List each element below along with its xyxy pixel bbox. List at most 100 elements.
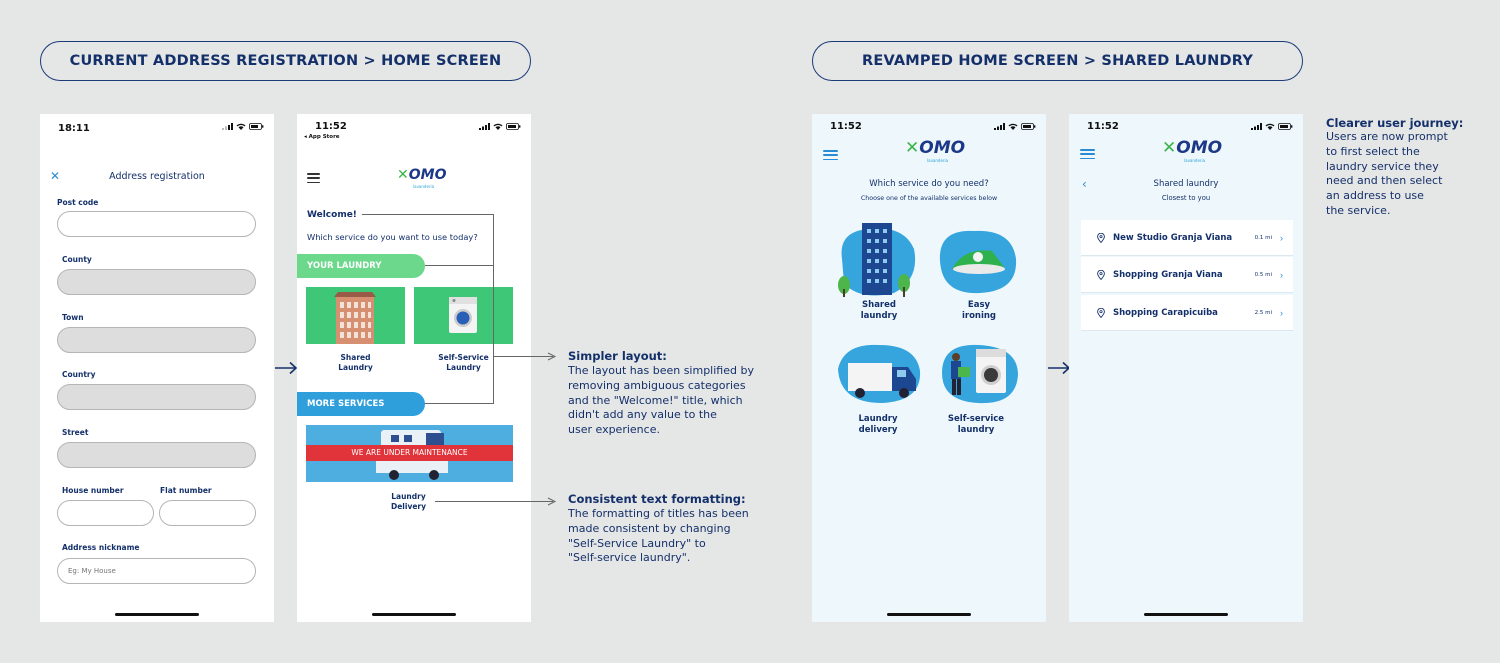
logo-subtitle: lavanderia <box>1184 158 1206 163</box>
wifi-icon <box>1265 123 1275 130</box>
service-shared-laundry[interactable] <box>834 219 924 329</box>
chevron-right-icon: › <box>1280 307 1283 318</box>
arrow-right-icon <box>1048 361 1071 375</box>
service-question: Which service do you need? <box>869 179 989 189</box>
country-field[interactable] <box>57 384 256 410</box>
wifi-icon <box>1008 123 1018 130</box>
delivery-truck-icon <box>838 344 921 403</box>
signal-icon <box>222 123 233 130</box>
phone-shared-laundry: 11:52 ✕OMO lavanderia ‹ Shared laundry C… <box>1069 114 1303 622</box>
location-distance: 2.5 mi <box>1254 309 1272 316</box>
connector-line <box>425 403 493 404</box>
home-indicator <box>1144 613 1228 616</box>
town-field[interactable] <box>57 327 256 353</box>
maintenance-banner: WE ARE UNDER MAINTENANCE <box>306 445 513 461</box>
location-item[interactable]: Shopping Carapicuiba 2.5 mi › <box>1081 295 1293 331</box>
building-illustration-icon <box>334 292 376 344</box>
consistent-formatting-body: The formatting of titles has been made c… <box>568 507 749 565</box>
shared-laundry-label: Shared Laundry <box>338 353 373 372</box>
back-to-app-store[interactable]: ◂ App Store <box>304 134 340 140</box>
close-icon[interactable]: ✕ <box>50 169 61 183</box>
self-service-laundry-label: Self-service laundry <box>947 414 1005 435</box>
section-title-revamped: REVAMPED HOME SCREEN > SHARED LAUNDRY <box>812 41 1303 81</box>
location-item[interactable]: New Studio Granja Viana 0.1 mi › <box>1081 220 1293 256</box>
welcome-title: Welcome! <box>307 210 357 220</box>
location-name: New Studio Granja Viana <box>1113 232 1233 243</box>
logo-subtitle: lavanderia <box>927 158 949 163</box>
omo-logo: ✕OMO lavanderia <box>397 167 447 189</box>
menu-icon[interactable] <box>307 173 320 183</box>
location-name: Shopping Carapicuiba <box>1113 307 1218 318</box>
address-nickname-label: Address nickname <box>62 543 140 552</box>
location-pin-icon <box>1097 232 1105 243</box>
logo-swirl-icon: ✕ <box>1162 138 1177 158</box>
battery-icon <box>1021 123 1036 130</box>
washing-machine-icon <box>449 297 477 333</box>
flat-number-field[interactable] <box>159 500 256 526</box>
battery-icon <box>1278 123 1293 130</box>
logo-swirl-icon: ✕ <box>905 138 920 158</box>
consistent-formatting-title: Consistent text formatting: <box>568 492 746 506</box>
chevron-right-icon: › <box>1280 232 1283 243</box>
connector-line <box>493 214 494 404</box>
iron-illustration-icon <box>939 230 1017 294</box>
post-code-label: Post code <box>57 198 99 207</box>
status-time: 18:11 <box>58 123 90 134</box>
location-pin-icon <box>1097 269 1105 280</box>
page-title: Address registration <box>109 171 205 182</box>
washing-machine-icon <box>942 344 1018 404</box>
status-icons <box>479 123 521 130</box>
logo-subtitle: lavanderia <box>413 184 435 189</box>
service-easy-ironing[interactable] <box>934 219 1024 329</box>
status-icons <box>222 123 264 130</box>
signal-icon <box>479 123 490 130</box>
street-label: Street <box>62 428 89 437</box>
home-indicator <box>115 613 199 616</box>
county-label: County <box>62 255 92 264</box>
signal-icon <box>994 123 1005 130</box>
laundry-delivery-card[interactable]: WE ARE UNDER MAINTENANCE <box>306 425 513 482</box>
signal-icon <box>1251 123 1262 130</box>
page-title: Shared laundry <box>1153 179 1219 189</box>
location-pin-icon <box>1097 307 1105 318</box>
house-number-label: House number <box>62 486 124 495</box>
street-field[interactable] <box>57 442 256 468</box>
location-item[interactable]: Shopping Granja Viana 0.5 mi › <box>1081 257 1293 293</box>
phone-address-registration: 18:11 ✕ Address registration Post code C… <box>40 114 274 622</box>
self-service-laundry-card[interactable] <box>414 287 513 344</box>
section-title-current: CURRENT ADDRESS REGISTRATION > HOME SCRE… <box>40 41 531 81</box>
laundry-delivery-label: Laundry Delivery <box>390 492 427 511</box>
simpler-layout-title: Simpler layout: <box>568 349 667 363</box>
connector-line <box>425 265 493 266</box>
county-field[interactable] <box>57 269 256 295</box>
flat-number-label: Flat number <box>160 486 212 495</box>
clearer-journey-title: Clearer user journey: <box>1326 116 1464 130</box>
phone-old-home: 11:52 ◂ App Store ✕OMO lavanderia Welcom… <box>297 114 531 622</box>
wifi-icon <box>493 123 503 130</box>
page-subtitle: Closest to you <box>1161 194 1211 202</box>
self-service-laundry-label: Self-Service Laundry <box>438 353 489 372</box>
address-nickname-input[interactable] <box>58 559 255 583</box>
shared-laundry-card[interactable] <box>306 287 405 344</box>
menu-icon[interactable] <box>1080 149 1095 159</box>
location-distance: 0.1 mi <box>1254 234 1272 241</box>
post-code-field[interactable] <box>57 211 256 237</box>
service-self-service-laundry[interactable] <box>934 339 1024 449</box>
menu-icon[interactable] <box>823 150 838 160</box>
laundry-delivery-label: Laundry delivery <box>858 414 898 435</box>
connector-line <box>435 501 553 502</box>
country-label: Country <box>62 370 96 379</box>
back-chevron-icon[interactable]: ‹ <box>1082 177 1087 191</box>
phone-revamped-home: 11:52 ✕OMO lavanderia Which service do y… <box>812 114 1046 622</box>
more-services-band: MORE SERVICES <box>297 392 425 416</box>
connector-line <box>493 356 553 357</box>
easy-ironing-label: Easy ironing <box>961 300 997 321</box>
address-nickname-field[interactable] <box>57 558 256 584</box>
service-subtitle: Choose one of the available services bel… <box>860 195 998 202</box>
house-number-field[interactable] <box>57 500 154 526</box>
arrow-pointer-icon <box>547 352 557 361</box>
simpler-layout-body: The layout has been simplified by removi… <box>568 364 754 437</box>
battery-icon <box>249 123 264 130</box>
status-time: 11:52 <box>315 121 347 132</box>
service-laundry-delivery[interactable] <box>834 339 924 449</box>
